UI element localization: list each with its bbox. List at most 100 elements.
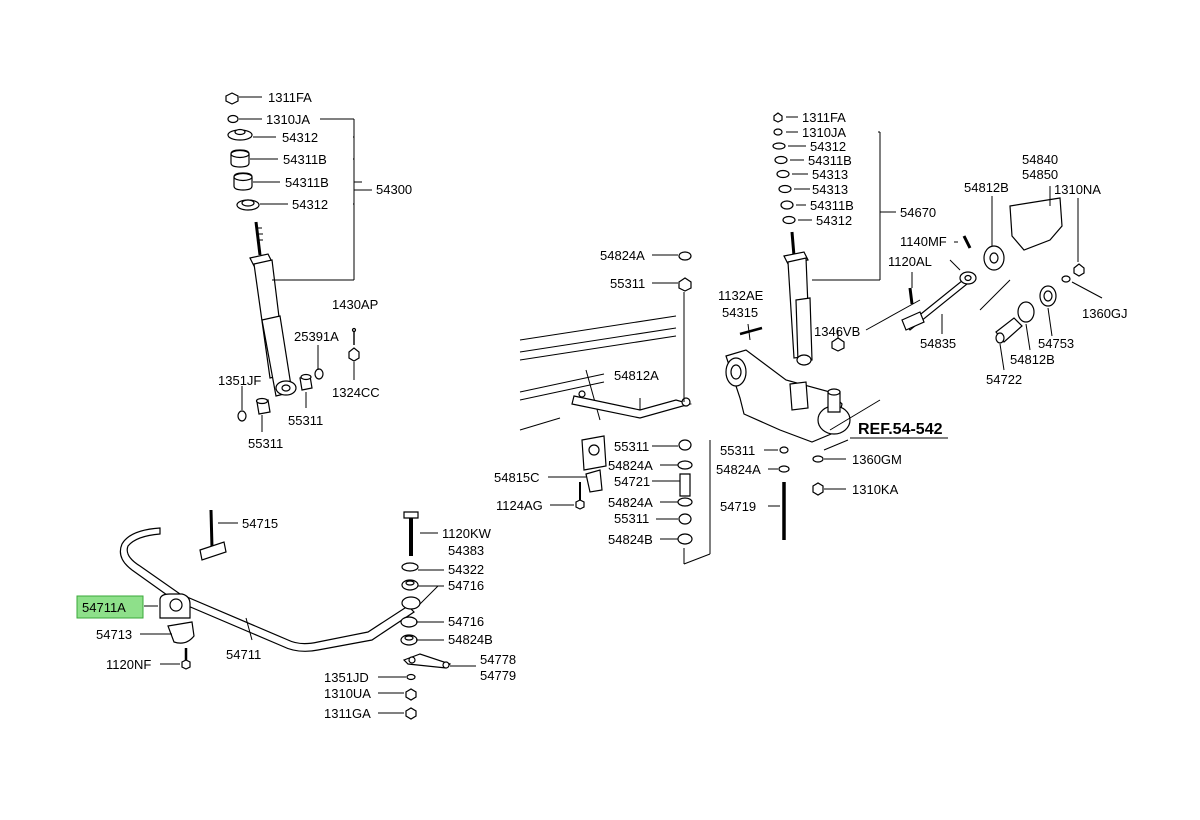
lower-arm-hardware [778,337,845,540]
link-hardware-bottom [405,673,417,720]
callout-54824B-a[interactable]: 54824B [448,632,493,647]
callout-1120AL[interactable]: 1120AL [888,254,932,269]
callout-54812A[interactable]: 54812A [614,368,659,383]
chassis-frame-rails [519,315,677,431]
callout-54716-b[interactable]: 54716 [448,614,484,629]
callout-54300[interactable]: 54300 [376,182,412,197]
callout-54311B-d[interactable]: 54311B [810,198,854,213]
callout-55311-b[interactable]: 55311 [288,413,323,428]
callout-54311B-a[interactable]: 54311B [283,152,327,167]
callout-54812B-a[interactable]: 54812B [964,180,1009,195]
callout-54670[interactable]: 54670 [900,205,936,220]
callout-54812B-b[interactable]: 54812B [1010,352,1055,367]
callout-1430AP[interactable]: 1430AP [332,297,378,312]
callout-54824A-a[interactable]: 54824A [600,248,645,263]
tension-rod-bushings [983,197,1085,344]
callout-1311GA[interactable]: 1311GA [324,706,371,721]
left-shock-bushing-54312-top [227,128,253,141]
callout-54840[interactable]: 54840 [1022,152,1058,167]
callout-54711A[interactable]: 54711A [82,600,126,615]
callout-55311-d[interactable]: 55311 [614,439,649,454]
callout-54824A-b[interactable]: 54824A [608,458,653,473]
callout-1310UA[interactable]: 1310UA [324,686,371,701]
callout-54716-a[interactable]: 54716 [448,578,484,593]
callout-54315[interactable]: 54315 [722,305,758,320]
callout-55311-a[interactable]: 55311 [248,436,283,451]
callout-1132AE[interactable]: 1132AE [718,288,764,303]
callout-54312-c[interactable]: 54312 [810,139,846,154]
callout-54824A-c[interactable]: 54824A [608,495,653,510]
stab-link-rod-54812A [571,292,693,419]
callout-54779[interactable]: 54779 [480,668,516,683]
tension-rod-54835 [901,271,977,331]
callout-55311-c[interactable]: 55311 [610,276,645,291]
callout-55311-e[interactable]: 55311 [614,511,649,526]
callout-54824A-d[interactable]: 54824A [716,462,761,477]
callout-54311B-c[interactable]: 54311B [808,153,852,168]
callout-55311-f[interactable]: 55311 [720,443,755,458]
link-washers [400,562,421,646]
left-shock-nut-1311FA [225,92,239,105]
callout-54778[interactable]: 54778 [480,652,516,667]
callout-1311FA-left[interactable]: 1311FA [268,90,312,105]
callout-54753[interactable]: 54753 [1038,336,1074,351]
callout-1360GM[interactable]: 1360GM [852,452,902,467]
callout-1310KA[interactable]: 1310KA [852,482,899,497]
bushing-54711A [159,593,191,619]
callout-54719[interactable]: 54719 [720,499,756,514]
callout-1310NA[interactable]: 1310NA [1054,182,1101,197]
callout-1324CC[interactable]: 1324CC [332,385,380,400]
left-shock-washer-1310JA [227,114,239,124]
callout-54312-b[interactable]: 54312 [292,197,328,212]
center-leaders [548,254,680,540]
left-shock-bushing-54311B-b [233,172,253,191]
callout-54721[interactable]: 54721 [614,474,650,489]
clamp-54713 [167,621,195,644]
left-shock-lower-bushings [237,327,360,422]
callout-54835[interactable]: 54835 [920,336,956,351]
right-shock-absorber-body [783,231,813,366]
callout-54711[interactable]: 54711 [226,647,261,662]
left-shock-bushing-54311B-a [230,149,250,168]
left-shock-absorber-body [249,221,297,397]
callout-1346VB[interactable]: 1346VB [814,324,860,339]
callout-1120KW[interactable]: 1120KW [442,526,492,541]
stabilizer-leaders [140,522,476,714]
callout-1120NF[interactable]: 1120NF [106,657,151,672]
callout-54815C[interactable]: 54815C [494,470,540,485]
callout-1310JA-left[interactable]: 1310JA [266,112,310,127]
callout-1310JA-right[interactable]: 1310JA [802,125,846,140]
callout-54722[interactable]: 54722 [986,372,1022,387]
callout-54824B-b[interactable]: 54824B [608,532,653,547]
left-shock-leaders [239,96,372,432]
callout-54715[interactable]: 54715 [242,516,278,531]
link-bolt-1120KW [403,511,419,556]
lower-control-arm [725,326,851,443]
callout-1311FA-right[interactable]: 1311FA [802,110,846,125]
callout-54311B-b[interactable]: 54311B [285,175,329,190]
callout-1124AG[interactable]: 1124AG [496,498,543,513]
callout-54313-b[interactable]: 54313 [812,182,848,197]
callout-54850[interactable]: 54850 [1022,167,1058,182]
callout-1351JD[interactable]: 1351JD [324,670,369,685]
right-shock-group [725,112,1085,540]
callout-54312-d[interactable]: 54312 [816,213,852,228]
callout-1140MF[interactable]: 1140MF [900,234,947,249]
callout-54313-a[interactable]: 54313 [812,167,848,182]
left-shock-absorber-group [225,92,360,422]
callout-54711A-highlight [76,595,144,619]
callout-54312-a[interactable]: 54312 [282,130,318,145]
bushing-54815C [575,435,607,510]
callout-labels: 1311FA 1310JA 54312 54311B 54311B 54312 … [76,90,1128,721]
callout-54383[interactable]: 54383 [448,543,484,558]
callout-1360GJ[interactable]: 1360GJ [1082,306,1128,321]
callout-54322[interactable]: 54322 [448,562,484,577]
callout-1351JF[interactable]: 1351JF [218,373,261,388]
callout-25391A[interactable]: 25391A [294,329,339,344]
stabilizer-bar-group [119,509,452,720]
callout-54713[interactable]: 54713 [96,627,132,642]
ref-label[interactable]: REF.54-542 [858,421,943,438]
center-frame-group [519,251,711,565]
bracket-54715 [199,509,227,561]
